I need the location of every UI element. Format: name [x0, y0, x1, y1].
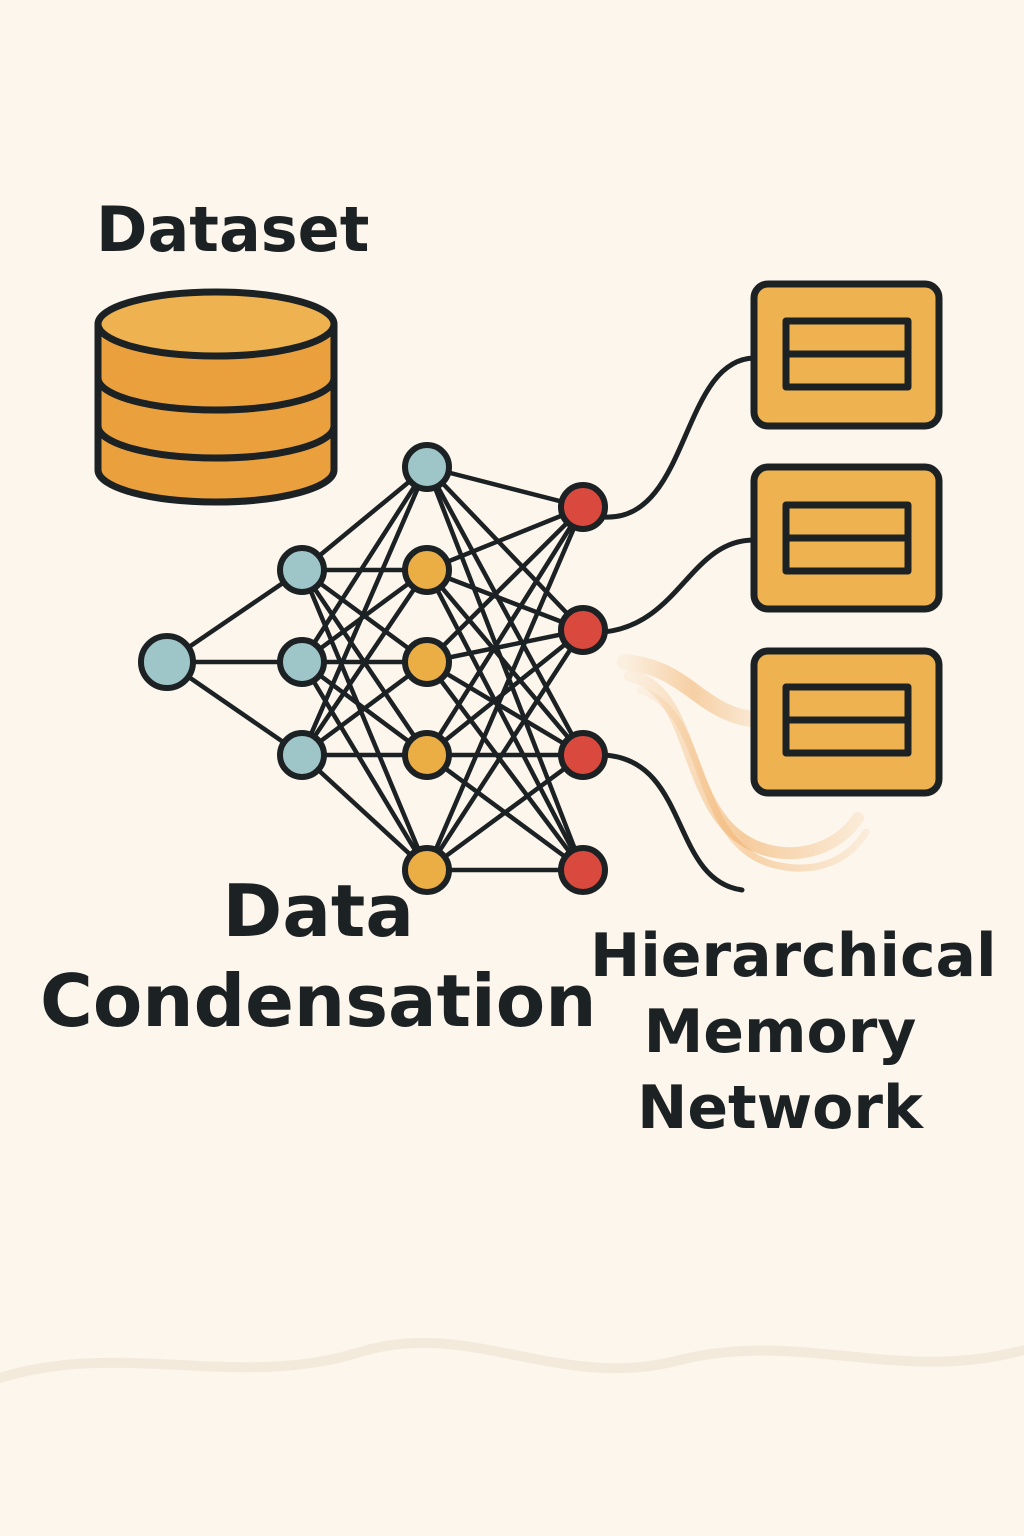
network-edge [424, 464, 586, 510]
hierarchical-memory-network-label: Hierarchical Memory Network [590, 918, 997, 1146]
network-node [558, 482, 608, 532]
network-node [138, 633, 196, 691]
network-node [277, 545, 327, 595]
network-edge [424, 659, 586, 758]
network-edge [424, 567, 586, 633]
network-edge [299, 464, 430, 573]
network-edge [424, 627, 586, 665]
network-edge [424, 752, 586, 873]
memory-network-label-line: Network [637, 1073, 923, 1143]
data-condensation-label: Data Condensation [40, 866, 596, 1046]
network-edge [424, 659, 586, 873]
memory-connectors [601, 355, 757, 893]
network-edge [424, 504, 586, 873]
network-node [402, 845, 452, 895]
network-node [558, 730, 608, 780]
memory-flow-streams [617, 654, 870, 872]
network-node [402, 442, 452, 492]
database-icon [94, 288, 338, 506]
memory-network-label-line: Memory [643, 997, 917, 1067]
network-node [277, 637, 327, 687]
network-edge [299, 464, 430, 758]
network-edge [299, 567, 430, 758]
data-condensation-label-line: Condensation [40, 959, 597, 1043]
memory-cells [750, 280, 943, 797]
network-edge [424, 567, 586, 758]
network-edge [424, 464, 586, 758]
network-node [558, 845, 608, 895]
network-node [402, 730, 452, 780]
network-edge [424, 627, 586, 873]
network-edge [299, 752, 430, 873]
network-edge [299, 464, 430, 665]
network-node [402, 545, 452, 595]
data-condensation-label-line: Data [222, 869, 414, 953]
network-edge [424, 504, 586, 758]
network-node [558, 605, 608, 655]
network-node [402, 637, 452, 687]
dataset-label: Dataset [96, 193, 370, 266]
network-edge [424, 504, 586, 665]
network-edge [299, 567, 430, 873]
memory-network-label-line: Hierarchical [590, 921, 997, 991]
network-nodes [138, 442, 608, 895]
network-edge [299, 659, 430, 873]
network-node [277, 730, 327, 780]
background-wave [0, 1337, 1024, 1383]
memory-cell-icon [750, 280, 943, 430]
network-edge [424, 464, 586, 633]
network-edge [424, 567, 586, 873]
memory-cell-icon [750, 647, 943, 797]
memory-cell-icon [750, 463, 943, 613]
network-edge [299, 659, 430, 758]
network-edges [164, 464, 586, 873]
network-edge [424, 504, 586, 573]
network-edge [424, 464, 586, 873]
